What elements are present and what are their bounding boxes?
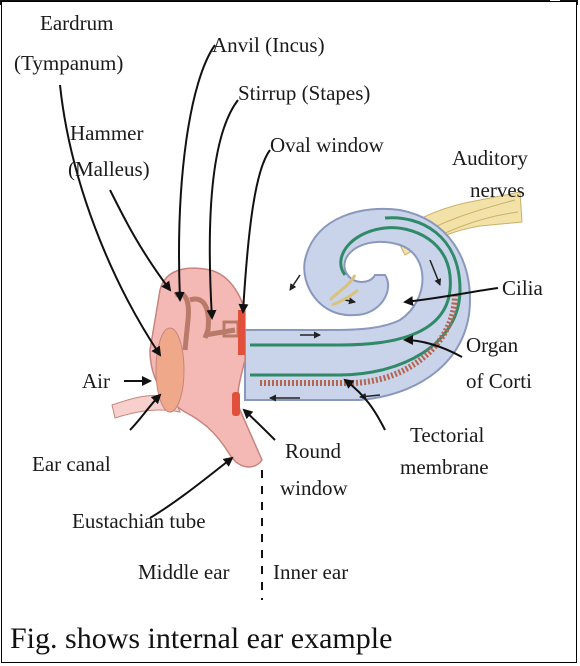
arrow-pointer-icon [243,150,270,312]
label-of-corti: of Corti [466,369,532,393]
label-inner-ear: Inner ear [273,560,348,584]
label-oval-window: Oval window [270,133,385,157]
label-eardrum: Eardrum [40,11,113,35]
label-window: window [280,476,349,500]
label-hammer: Hammer [70,121,143,145]
label-auditory: Auditory [452,146,528,170]
label-organ: Organ [466,333,519,357]
cochlea-shape [245,209,470,400]
label-membrane: membrane [400,455,489,479]
label-ear-canal: Ear canal [32,452,111,476]
arrow-pointer-icon [110,190,170,290]
label-middle-ear: Middle ear [138,560,230,584]
middle-ear-shape [112,268,262,467]
label-tectorial: Tectorial [410,423,484,447]
label-nerves: nerves [470,178,525,202]
label-tympanum: (Tympanum) [14,51,123,75]
label-malleus: (Malleus) [68,157,150,181]
figure-caption: Fig. shows internal ear example [10,622,392,656]
label-stirrup: Stirrup (Stapes) [238,81,370,105]
label-cilia: Cilia [502,276,544,300]
label-anvil: Anvil (Incus) [212,33,325,57]
label-air: Air [82,369,110,393]
label-eustachian-tube: Eustachian tube [72,509,206,533]
label-round: Round [285,439,342,463]
